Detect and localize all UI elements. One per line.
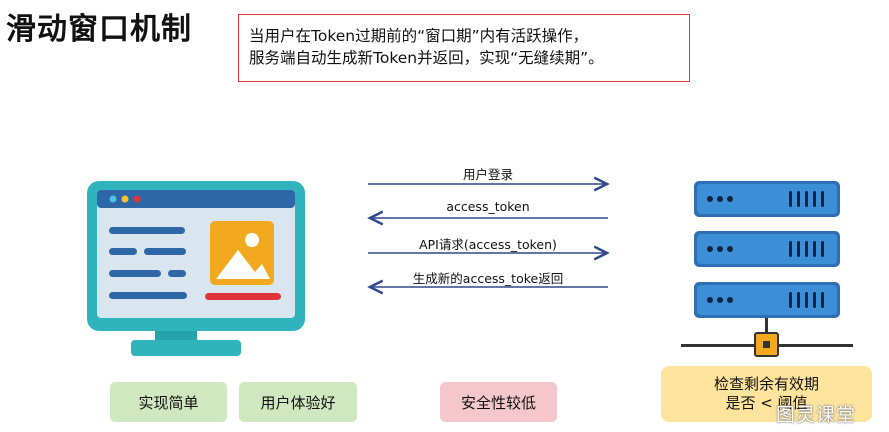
page-title: 滑动窗口机制 [6,12,192,47]
arrow-label-login: 用户登录 [462,167,514,182]
arrow-label-new-token: 生成新的access_toke返回 [412,271,564,286]
description-line-1: 当用户在Token过期前的“窗口期”内有活跃操作， [249,27,589,45]
server-check-line-2: 是否 < 阈值 [725,394,808,412]
pro-tag-simple: 实现简单 [110,382,227,422]
server-check-line-1: 检查剩余有效期 [713,375,819,393]
description-box: 当用户在Token过期前的“窗口期”内有活跃操作， 服务端自动生成新Token并… [238,14,690,82]
arrow-label-api-request: API请求(access_token) [419,237,557,252]
pro-tag-user-experience: 用户体验好 [239,382,357,422]
description-line-2: 服务端自动生成新Token并返回，实现“无缝续期”。 [249,49,604,67]
flow-arrows [368,184,608,287]
server-icon [681,181,853,357]
con-tag-security: 安全性较低 [440,382,557,422]
watermark: 图灵课堂 [776,404,857,426]
client-monitor-icon [87,181,305,356]
arrow-label-token: access_token [446,199,530,214]
server-check-note: 检查剩余有效期 是否 < 阈值 [661,366,872,422]
